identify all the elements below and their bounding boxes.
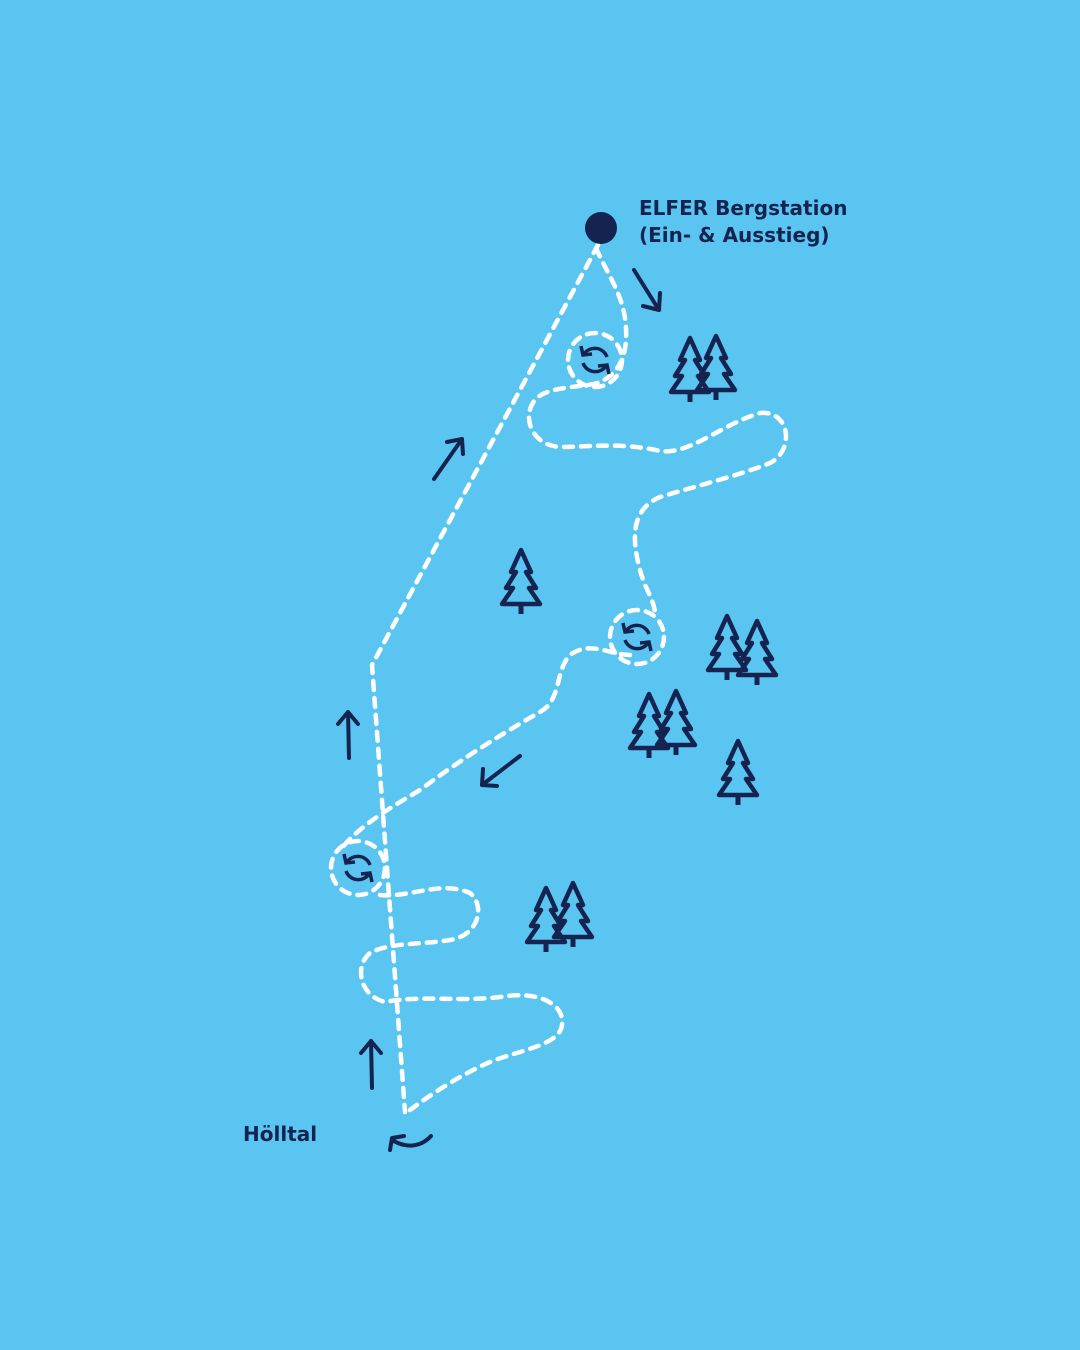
arrow-down-left-icon bbox=[480, 754, 522, 788]
tree-icon bbox=[527, 888, 565, 952]
arrow-down-right-icon bbox=[632, 268, 662, 312]
tree-icon bbox=[671, 338, 709, 402]
turn-around-icon bbox=[579, 344, 611, 376]
turn-loop-1 bbox=[565, 330, 625, 390]
valley-label: Hölltal bbox=[243, 1122, 318, 1146]
station-note: (Ein- & Ausstieg) bbox=[639, 223, 830, 247]
turn-around-icon bbox=[342, 852, 374, 884]
tree-icon bbox=[502, 550, 540, 614]
tree-icon bbox=[630, 694, 668, 758]
tree-icon bbox=[738, 621, 776, 685]
turn-loop-3 bbox=[328, 838, 388, 898]
forest-trees bbox=[502, 336, 776, 952]
mountain-station-label: ELFER Bergstation (Ein- & Ausstieg) bbox=[639, 195, 847, 249]
station-name: ELFER Bergstation bbox=[639, 196, 848, 220]
toboggan-trail bbox=[339, 245, 789, 1113]
turn-around-icon bbox=[621, 621, 653, 653]
arrow-up-right-icon bbox=[432, 437, 465, 481]
tree-icon bbox=[719, 741, 757, 805]
tree-icon bbox=[657, 691, 695, 755]
lift-line bbox=[369, 242, 601, 1115]
direction-arrows bbox=[336, 268, 662, 1152]
mountain-station-marker bbox=[585, 212, 617, 244]
turn-loop-2 bbox=[607, 607, 667, 667]
arrow-curve-left-icon bbox=[388, 1134, 433, 1152]
arrow-up-icon bbox=[336, 710, 360, 760]
arrow-up-icon bbox=[359, 1039, 383, 1090]
